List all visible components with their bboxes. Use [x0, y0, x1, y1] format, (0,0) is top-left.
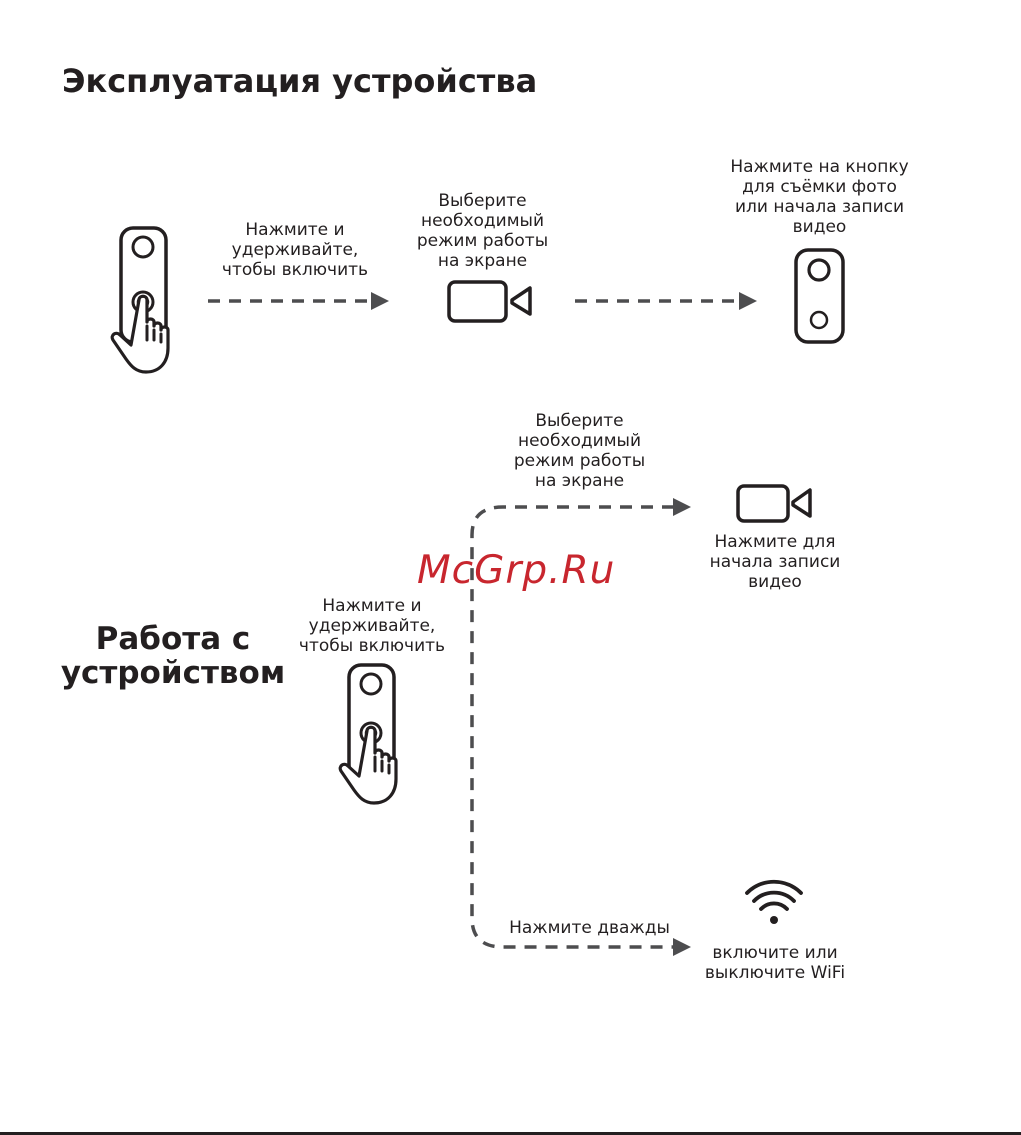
arrow-top-2	[575, 292, 757, 310]
page-bottom-rule	[0, 1132, 1021, 1135]
section-title: Работа с устройством	[60, 621, 286, 691]
video-camera-icon-top	[447, 280, 532, 323]
device-press-icon-bottom	[338, 663, 398, 805]
caption-press-button: Нажмите на кнопку для съёмки фото или на…	[730, 157, 909, 237]
caption-select-mode-bottom: Выберите необходимый режим работы на экр…	[513, 411, 646, 491]
page-title: Эксплуатация устройства	[62, 62, 538, 100]
caption-double-press: Нажмите дважды	[509, 918, 670, 938]
video-camera-icon-bottom	[736, 484, 812, 523]
arrow-branch	[470, 498, 691, 956]
caption-press-hold-bottom: Нажмите и удерживайте, чтобы включить	[298, 596, 446, 656]
camera-device-icon	[794, 248, 845, 344]
wifi-icon	[745, 879, 803, 924]
watermark-text: McGrp.Ru	[417, 548, 616, 593]
caption-wifi-toggle: включите или выключите WiFi	[704, 943, 846, 983]
caption-press-hold-top: Нажмите и удерживайте, чтобы включить	[221, 220, 369, 280]
arrow-top-1	[208, 292, 389, 310]
caption-select-mode-top: Выберите необходимый режим работы на экр…	[416, 191, 549, 271]
device-press-icon-top	[110, 226, 170, 374]
caption-record-video: Нажмите для начала записи видео	[709, 532, 841, 592]
